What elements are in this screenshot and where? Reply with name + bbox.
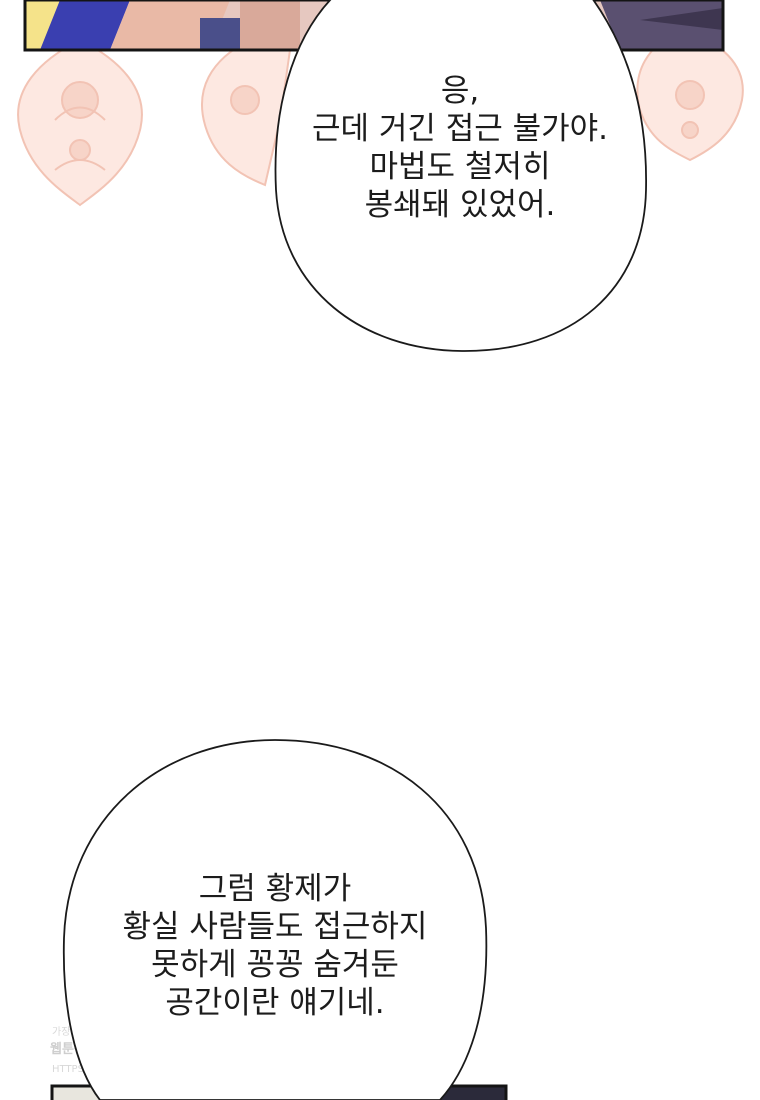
dialogue-line: 근데 거긴 접근 불가야. — [311, 111, 609, 147]
dialogue-line: 응, — [440, 73, 480, 109]
speech-bubble-2-shape — [62, 739, 488, 1100]
dialogue-line: 황실 사람들도 접근하지 — [122, 909, 428, 945]
dialogue-line: 그럼 황제가 — [198, 871, 352, 907]
speech-bubble-2: 그럼 황제가 황실 사람들도 접근하지 못하게 꽁꽁 숨겨둔 공간이란 얘기네. — [60, 738, 490, 1100]
dialogue-line: 못하게 꽁꽁 숨겨둔 — [151, 947, 399, 983]
dialogue-line: 공간이란 얘기네. — [165, 985, 385, 1021]
ornament-right — [636, 28, 744, 162]
ornament-middle — [201, 38, 292, 187]
speech-bubble-1-text: 응, 근데 거긴 접근 불가야. 마법도 철저히 봉쇄돼 있었어. — [272, 72, 648, 224]
speech-bubble-2-text: 그럼 황제가 황실 사람들도 접근하지 못하게 꽁꽁 숨겨둔 공간이란 얘기네. — [60, 870, 490, 1022]
dialogue-line: 봉쇄돼 있었어. — [364, 187, 556, 223]
speech-bubble-1-shape — [274, 0, 647, 352]
speech-bubble-1: 응, 근데 거긴 접근 불가야. 마법도 철저히 봉쇄돼 있었어. — [272, 0, 648, 354]
ornament-left — [17, 38, 143, 207]
dialogue-line: 마법도 철저히 — [369, 149, 551, 185]
